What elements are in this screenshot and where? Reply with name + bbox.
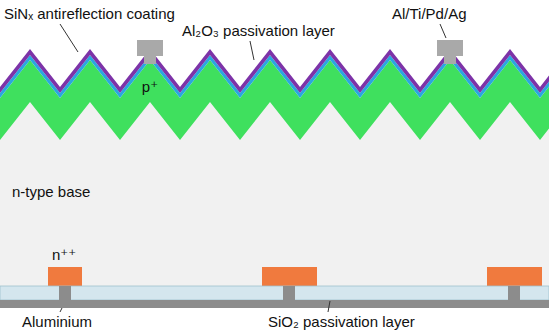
leader-line	[328, 301, 330, 312]
region-label: p⁺	[142, 78, 158, 95]
layer-label: SiO₂ passivation layer	[268, 313, 415, 330]
leader-line	[250, 41, 254, 60]
aluminium-layer	[0, 300, 549, 308]
rear-contact	[508, 286, 520, 300]
sinx-layer	[0, 49, 549, 93]
leader-line	[60, 24, 78, 52]
sio2-layer	[0, 286, 549, 300]
rear-contact	[283, 286, 295, 300]
front-contact	[137, 40, 163, 56]
layer-label: Al₂O₃ passivation layer	[182, 22, 335, 39]
leader-line	[440, 24, 446, 38]
n-plus-region	[487, 267, 542, 286]
front-contact	[437, 40, 463, 56]
contact-label: Al/Ti/Pd/Ag	[392, 5, 466, 22]
layer-label: SiNₓ antireflection coating	[4, 5, 175, 22]
n-plus-region	[48, 267, 82, 286]
leader-line	[60, 308, 62, 312]
n-type-base	[0, 100, 549, 286]
layer-label: Aluminium	[22, 313, 92, 330]
region-label: n-type base	[12, 183, 90, 200]
rear-contact	[59, 286, 71, 300]
region-label: n⁺⁺	[52, 246, 76, 263]
n-plus-region	[262, 267, 317, 286]
